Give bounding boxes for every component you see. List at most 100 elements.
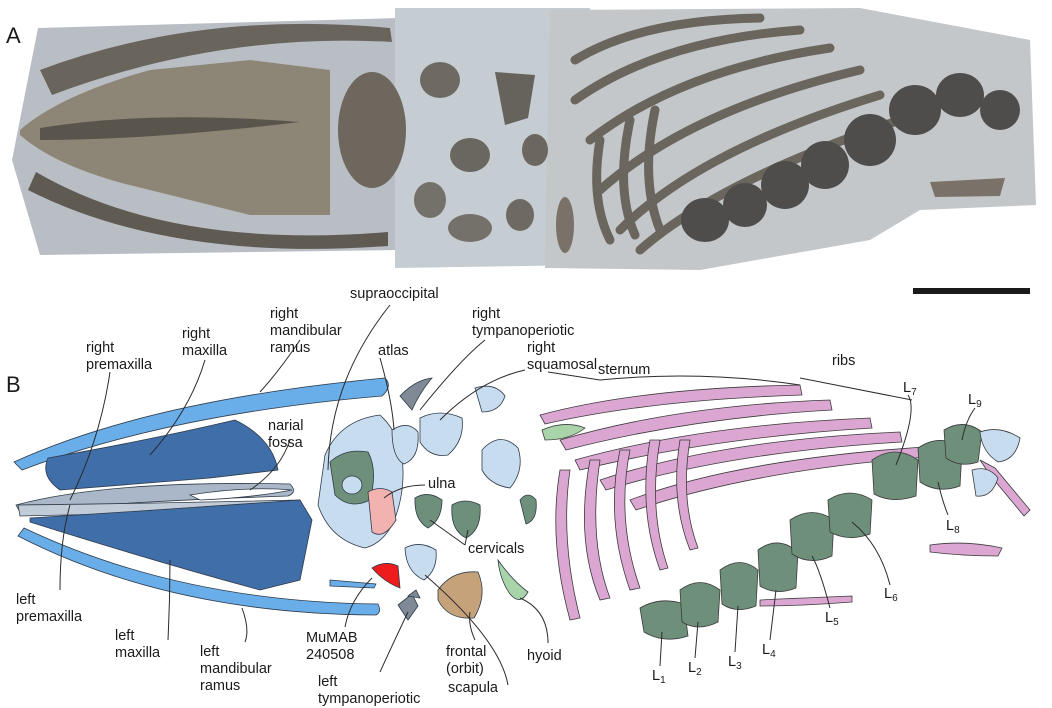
label-cervicals: cervicals bbox=[468, 541, 524, 557]
leader-right-tympanoperiotic bbox=[419, 339, 486, 411]
left-maxilla-shape bbox=[29, 499, 313, 591]
lumbar-l1-shape bbox=[639, 600, 689, 640]
labels: supraoccipital right tympanoperiotic rig… bbox=[16, 286, 855, 707]
label-left-maxilla-1: left bbox=[115, 628, 134, 644]
label-right-tympanoperiotic-1: right bbox=[472, 306, 500, 322]
leader-l2 bbox=[694, 621, 699, 659]
leader-lines bbox=[59, 304, 976, 686]
narial-fossa-shape bbox=[188, 488, 293, 501]
leader-right-maxilla bbox=[149, 359, 206, 456]
lumbar-vertebrae-drawing bbox=[639, 424, 983, 640]
vertebra-photo-b bbox=[450, 138, 490, 172]
leader-left-mandibular-ramus bbox=[241, 607, 248, 643]
label-right-tympanoperiotic-2: tympanoperiotic bbox=[472, 323, 574, 339]
leader-sternum bbox=[547, 371, 801, 386]
label-scapula: scapula bbox=[448, 680, 499, 696]
lumbar-l2-shape bbox=[679, 582, 721, 628]
right-squamosal-shape bbox=[419, 412, 463, 456]
scale-bar bbox=[913, 288, 1030, 294]
leader-l9 bbox=[961, 407, 976, 441]
label-l4: L4 bbox=[762, 642, 776, 660]
leader-l3 bbox=[734, 605, 739, 653]
skull-cranium-photo bbox=[338, 72, 406, 188]
ulna-shape bbox=[367, 488, 397, 535]
bone-pale-b bbox=[481, 439, 521, 489]
label-l7: L7 bbox=[903, 380, 917, 398]
bone-pale-tail bbox=[979, 429, 1021, 463]
label-l6: L6 bbox=[884, 586, 898, 604]
scapula-shape bbox=[404, 544, 437, 581]
bone-photo-d bbox=[495, 72, 535, 125]
leader-scapula bbox=[424, 574, 509, 686]
label-left-mandibular-ramus-1: left bbox=[200, 644, 219, 660]
leader-right-premaxilla bbox=[69, 371, 111, 501]
left-tympanoperiotic-shape bbox=[397, 593, 419, 621]
supraoccipital-foramen bbox=[341, 475, 363, 495]
leader-l7 bbox=[895, 394, 912, 466]
leader-narial-fossa bbox=[249, 439, 291, 491]
mandible-upper bbox=[40, 23, 392, 95]
leader-left-premaxilla bbox=[59, 504, 71, 591]
fossil-photograph bbox=[12, 8, 1036, 294]
label-sternum: sternum bbox=[598, 362, 650, 378]
right-maxilla-shape bbox=[45, 419, 279, 491]
label-ribs: ribs bbox=[832, 353, 855, 369]
label-l2: L2 bbox=[688, 660, 702, 678]
label-left-premaxilla-1: left bbox=[16, 592, 35, 608]
label-left-maxilla-2: maxilla bbox=[115, 645, 161, 661]
mandible-lower bbox=[28, 172, 388, 249]
label-right-premaxilla-1: right bbox=[86, 340, 114, 356]
lumbar-l7-shape bbox=[871, 451, 919, 500]
label-frontal-2: (orbit) bbox=[446, 661, 484, 677]
bone-slate-b bbox=[407, 589, 421, 599]
label-right-maxilla-2: maxilla bbox=[182, 343, 228, 359]
label-right-squamosal-2: squamosal bbox=[527, 357, 597, 373]
label-left-premaxilla-2: premaxilla bbox=[16, 609, 83, 625]
label-narial-fossa-2: fossa bbox=[268, 435, 304, 451]
label-left-tympanoperiotic-2: tympanoperiotic bbox=[318, 691, 420, 707]
vertebrae-photo bbox=[681, 73, 1020, 242]
hyoid-shape bbox=[497, 558, 529, 600]
bone-photo-i bbox=[930, 178, 1005, 197]
atlas-shape bbox=[391, 425, 419, 465]
leader-left-maxilla bbox=[167, 559, 171, 641]
label-atlas: atlas bbox=[378, 343, 409, 359]
leader-l4 bbox=[769, 589, 777, 641]
leader-l6 bbox=[851, 521, 891, 586]
bone-photo-h bbox=[556, 197, 574, 253]
matrix-slab-right bbox=[545, 8, 1036, 270]
lumbar-l6-shape bbox=[827, 492, 873, 538]
leader-l5 bbox=[811, 555, 831, 609]
leader-right-mandibular-ramus bbox=[259, 339, 301, 393]
label-left-mandibular-ramus-2: mandibular bbox=[200, 661, 272, 677]
label-l1: L1 bbox=[652, 668, 666, 686]
lumbar-labels: L1 L2 L3 L4 L5 L6 L7 L8 L9 bbox=[652, 380, 982, 686]
ribs-drawing bbox=[539, 384, 1031, 621]
lumbar-l9-shape bbox=[943, 424, 983, 465]
label-frontal-1: frontal bbox=[446, 644, 486, 660]
sternum-shape bbox=[541, 424, 586, 441]
bone-photo-f bbox=[448, 214, 492, 242]
rostrum-photo bbox=[20, 60, 330, 215]
right-tympanoperiotic-shape bbox=[399, 377, 433, 411]
label-supraoccipital: supraoccipital bbox=[350, 286, 439, 302]
rostrum-texture bbox=[40, 117, 300, 140]
leader-ribs bbox=[799, 377, 913, 401]
cervical-shape-a bbox=[414, 494, 443, 529]
cervical-shape-b bbox=[451, 500, 481, 539]
label-right-premaxilla-2: premaxilla bbox=[86, 357, 153, 373]
label-right-maxilla-1: right bbox=[182, 326, 210, 342]
label-specimen-2: 240508 bbox=[306, 647, 354, 663]
label-l9: L9 bbox=[968, 392, 982, 410]
bone-photo-e bbox=[522, 134, 548, 166]
leader-hyoid bbox=[519, 597, 549, 644]
bone-pale-a bbox=[474, 385, 506, 413]
lumbar-l4-shape bbox=[757, 542, 799, 592]
leader-cervicals bbox=[429, 519, 469, 546]
label-right-mandibular-ramus-3: ramus bbox=[270, 340, 310, 356]
skull-drawing bbox=[13, 377, 537, 621]
bone-green-c bbox=[519, 494, 537, 525]
leader-l1 bbox=[659, 631, 663, 667]
